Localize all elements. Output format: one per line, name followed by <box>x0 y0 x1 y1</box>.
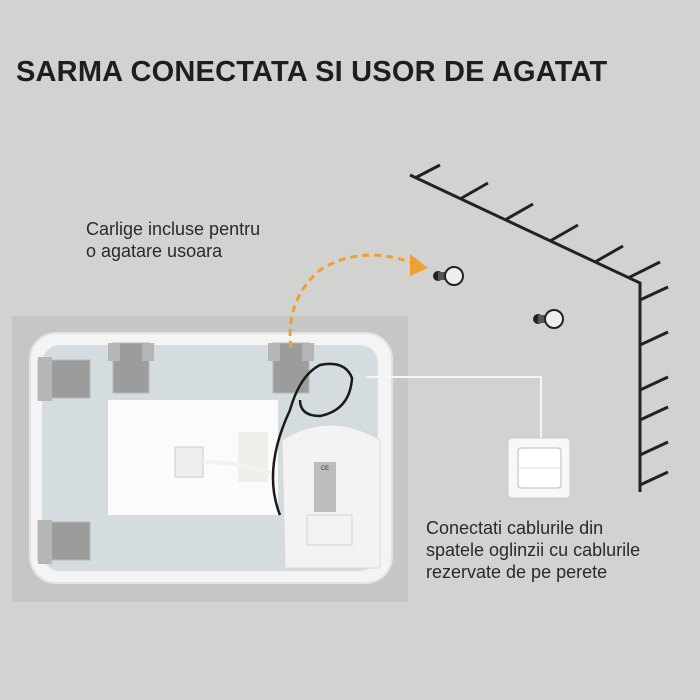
wires-caption: Conectati cablurile din spatele oglinzii… <box>426 518 641 582</box>
wall-hook-icon <box>433 266 464 286</box>
power-cable <box>271 362 354 516</box>
mirror-touch-switch <box>174 446 204 478</box>
wall-corner-drawing <box>409 163 669 492</box>
connection-line <box>367 376 542 440</box>
wall-hook-icon <box>533 309 564 329</box>
page-title: SARMA CONECTATA SI USOR DE AGATAT <box>16 56 608 88</box>
wall-switch-icon <box>507 437 571 499</box>
hooks-caption: Carlige incluse pentru o agatare usoara <box>86 219 261 261</box>
hook-arrow <box>288 253 411 349</box>
arrow-head-icon <box>410 254 428 276</box>
ce-mark: CE <box>321 466 329 472</box>
